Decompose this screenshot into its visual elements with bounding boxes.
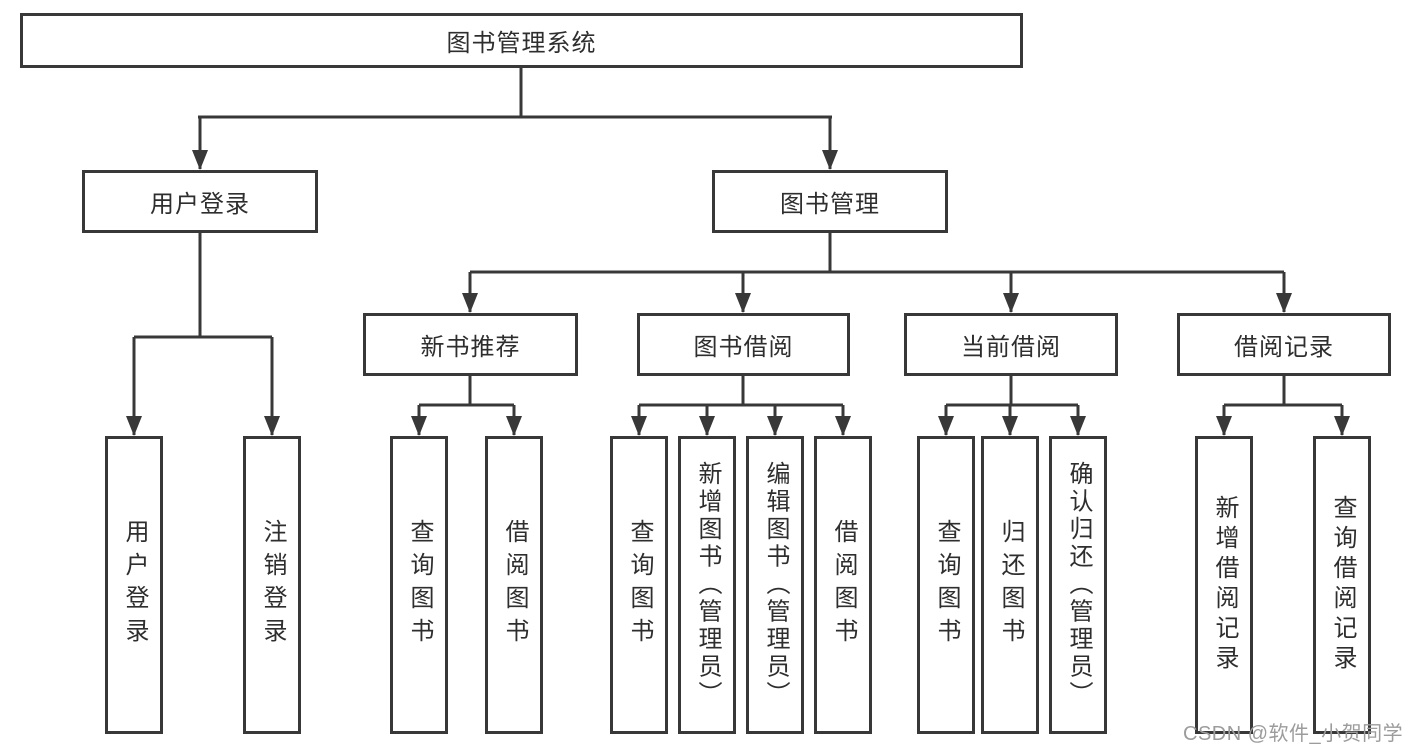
node-label: 当前借阅 bbox=[961, 334, 1061, 361]
node-label: 新书推荐 bbox=[420, 334, 521, 361]
node-label: 图书管理 bbox=[780, 191, 880, 218]
node-book-borrowing: 图书借阅 bbox=[637, 313, 850, 376]
leaf-user-login: 用户登录 bbox=[105, 436, 163, 734]
leaf-label: 查询借阅记录 bbox=[1329, 495, 1356, 675]
leaf-logout: 注销登录 bbox=[243, 436, 301, 734]
leaf-label: 归还图书 bbox=[997, 519, 1024, 651]
node-current-borrowing: 当前借阅 bbox=[904, 313, 1118, 376]
leaf-label: 编辑图书（管理员） bbox=[762, 461, 789, 709]
leaf-label: 查询图书 bbox=[406, 519, 433, 651]
leaf-label: 新增图书（管理员） bbox=[694, 461, 721, 709]
leaf-query-book-current: 查询图书 bbox=[917, 436, 975, 734]
connector-arrows bbox=[126, 117, 1350, 436]
leaf-query-borrow-record: 查询借阅记录 bbox=[1313, 436, 1371, 734]
node-label: 借阅记录 bbox=[1234, 334, 1334, 361]
leaf-label: 确认归还（管理员） bbox=[1065, 461, 1092, 709]
leaf-add-book-admin: 新增图书（管理员） bbox=[678, 436, 736, 734]
leaf-return-book: 归还图书 bbox=[981, 436, 1039, 734]
leaf-borrow-book-newbooks: 借阅图书 bbox=[485, 436, 543, 734]
leaf-label: 用户登录 bbox=[121, 519, 148, 651]
leaf-label: 注销登录 bbox=[259, 519, 286, 651]
leaf-label: 借阅图书 bbox=[830, 519, 857, 651]
leaf-edit-book-admin: 编辑图书（管理员） bbox=[746, 436, 804, 734]
connector-trunks bbox=[134, 68, 1342, 407]
leaf-query-book-newbooks: 查询图书 bbox=[390, 436, 448, 734]
watermark: CSDN @软件_小贺同学 bbox=[1183, 723, 1404, 745]
leaf-confirm-return-admin: 确认归还（管理员） bbox=[1049, 436, 1107, 734]
leaf-add-borrow-record: 新增借阅记录 bbox=[1195, 436, 1253, 734]
leaf-label: 借阅图书 bbox=[501, 519, 528, 651]
node-new-book-recommend: 新书推荐 bbox=[363, 313, 578, 376]
leaf-label: 查询图书 bbox=[933, 519, 960, 651]
leaf-query-book-borrowing: 查询图书 bbox=[610, 436, 668, 734]
leaf-label: 查询图书 bbox=[626, 519, 653, 651]
node-label: 图书借阅 bbox=[693, 334, 794, 361]
node-user-login: 用户登录 bbox=[82, 170, 318, 233]
node-label: 图书管理系统 bbox=[446, 30, 597, 57]
node-book-management: 图书管理 bbox=[712, 170, 948, 233]
node-borrow-records: 借阅记录 bbox=[1177, 313, 1391, 376]
node-library-system: 图书管理系统 bbox=[20, 13, 1023, 68]
node-label: 用户登录 bbox=[150, 191, 250, 218]
leaf-label: 新增借阅记录 bbox=[1211, 495, 1238, 675]
leaf-borrow-book-borrowing: 借阅图书 bbox=[814, 436, 872, 734]
